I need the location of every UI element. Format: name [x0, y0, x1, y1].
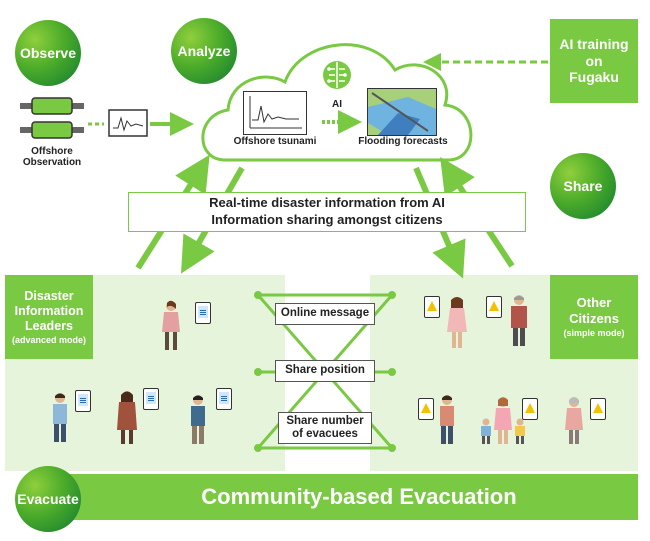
person-icon — [117, 391, 137, 444]
flood-map — [367, 88, 437, 136]
others-title: Other Citizens — [569, 295, 619, 326]
person-icon — [53, 393, 67, 442]
ai-training-label: AI training on Fugaku — [559, 35, 629, 86]
ai-label: AI — [332, 99, 342, 110]
leaders-box: Disaster Information Leaders (advanced m… — [5, 275, 93, 359]
warning-phone-icon — [522, 398, 538, 420]
analyze-badge: Analyze — [171, 18, 237, 84]
person-icon — [565, 397, 583, 444]
leaders-mode: (advanced mode) — [11, 334, 87, 345]
person-icon — [440, 395, 454, 444]
phone-icon — [75, 390, 91, 412]
person-icon — [481, 418, 491, 444]
warning-phone-icon — [424, 296, 440, 318]
person-icon — [447, 297, 467, 348]
flood-label: Flooding forecasts — [358, 136, 448, 147]
phone-icon — [143, 388, 159, 410]
offshore-sensors-icon — [20, 97, 84, 139]
others-mode: (simple mode) — [563, 328, 625, 339]
evacuation-banner-text: Community-based Evacuation — [201, 484, 517, 509]
observe-badge: Observe — [15, 20, 81, 86]
warning-phone-icon — [486, 296, 502, 318]
person-icon — [162, 300, 180, 350]
evacuation-banner: Community-based Evacuation — [40, 474, 638, 520]
others-box: Other Citizens (simple mode) — [550, 275, 638, 359]
person-icon — [494, 397, 512, 444]
evacuate-badge: Evacuate — [15, 466, 81, 532]
ai-training-box: AI training on Fugaku — [550, 19, 638, 103]
phone-icon — [216, 388, 232, 410]
tsunami-wave-icon — [249, 96, 302, 129]
leaders-title: Disaster Information Leaders — [14, 288, 84, 333]
msg-position: Share position — [275, 360, 375, 382]
person-icon — [191, 395, 205, 444]
offshore-observation-label: Offshore Observation — [22, 146, 82, 168]
tsunami-label: Offshore tsunami — [233, 136, 317, 147]
observation-graph-icon — [108, 109, 148, 137]
phone-icon — [195, 302, 211, 324]
info-line-1: Real-time disaster information from AI — [209, 195, 445, 210]
person-icon — [515, 418, 525, 444]
person-icon — [511, 295, 527, 346]
warning-phone-icon — [590, 398, 606, 420]
ai-brain-icon — [320, 58, 354, 92]
info-box: Real-time disaster information from AI I… — [128, 192, 526, 232]
warning-phone-icon — [418, 398, 434, 420]
msg-evacuees: Share number of evacuees — [278, 412, 372, 444]
share-badge: Share — [550, 153, 616, 219]
tsunami-chart — [243, 91, 307, 135]
flood-map-icon — [368, 89, 436, 135]
info-line-2: Information sharing amongst citizens — [211, 211, 443, 227]
msg-online: Online message — [275, 303, 375, 325]
